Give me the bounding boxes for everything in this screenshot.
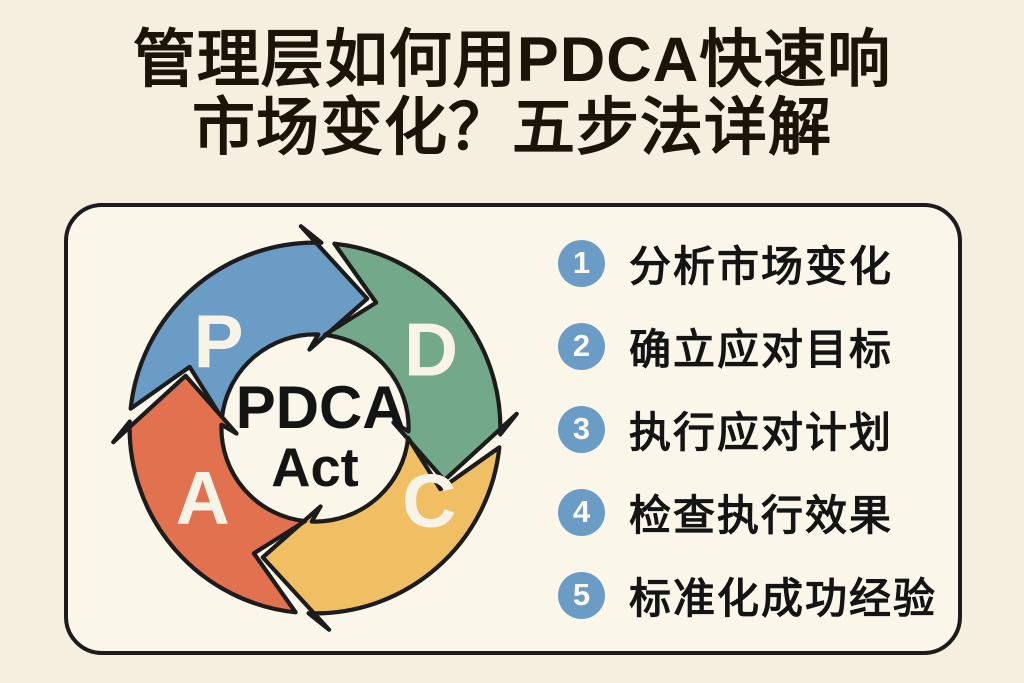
step-label-5: 标准化成功经验: [629, 574, 938, 622]
cycle-letter-d: D: [404, 307, 458, 391]
step-number-3: 3: [572, 411, 591, 446]
step-number-badge-3: 3: [558, 405, 605, 453]
cycle-letter-a: A: [176, 455, 230, 539]
cycle-center-label: PDCA: [236, 374, 406, 441]
step-label-1: 分析市场变化: [629, 242, 894, 290]
step-number-badge-5: 5: [558, 571, 605, 619]
step-list: 1 分析市场变化 2 确立应对目标 3 执行应对计划 4 检查执行效果 5 标准…: [558, 239, 937, 654]
step-item-5: 5 标准化成功经验: [558, 571, 937, 622]
title-line-1: 管理层如何用PDCA快速响: [132, 25, 892, 95]
step-item-2: 2 确立应对目标: [558, 322, 937, 373]
pdca-cycle-diagram: P D C A PDCA Act: [111, 224, 519, 632]
step-number-badge-2: 2: [558, 322, 605, 370]
step-item-3: 3 执行应对计划: [558, 405, 937, 456]
main-title: 管理层如何用PDCA快速响 市场变化？五步法详解: [0, 26, 1024, 162]
cycle-segment-act-arrow: [111, 373, 308, 615]
step-number-badge-1: 1: [558, 239, 605, 287]
cycle-letter-c: C: [402, 459, 456, 543]
step-number-2: 2: [572, 328, 591, 363]
cycle-segment-check-arrow: [260, 435, 502, 632]
cycle-letter-p: P: [194, 299, 244, 383]
step-label-4: 检查执行效果: [629, 491, 894, 539]
step-item-1: 1 分析市场变化: [558, 239, 937, 290]
cycle-segment-plan-arrow: [128, 224, 370, 421]
step-number-5: 5: [572, 577, 591, 612]
cycle-center-sublabel: Act: [271, 437, 358, 498]
step-label-3: 执行应对计划: [629, 408, 894, 456]
step-number-4: 4: [572, 494, 591, 529]
step-label-2: 确立应对目标: [629, 325, 894, 373]
title-line-2: 市场变化？五步法详解: [192, 93, 832, 163]
step-number-badge-4: 4: [558, 488, 605, 536]
step-number-1: 1: [572, 245, 591, 280]
cycle-segment-do-arrow: [322, 241, 519, 483]
step-item-4: 4 检查执行效果: [558, 488, 937, 539]
